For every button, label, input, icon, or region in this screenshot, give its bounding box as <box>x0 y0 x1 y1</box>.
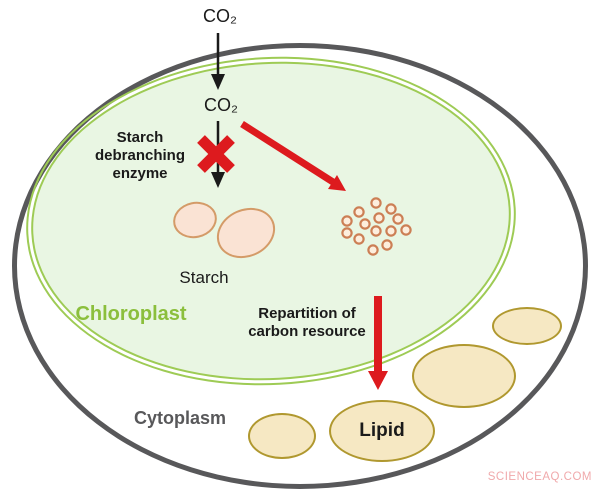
lipid-droplet <box>248 413 316 459</box>
co2-inside-label: CO₂ <box>204 95 238 115</box>
lipid-droplet <box>412 344 516 408</box>
cytoplasm-label: Cytoplasm <box>133 408 227 428</box>
lipid-droplet <box>492 307 562 345</box>
watermark-text: SCIENCEAQ.COM <box>487 471 592 483</box>
chloroplast-label: Chloroplast <box>75 303 187 325</box>
lipid-label: Lipid <box>359 420 405 441</box>
co2-outside-label: CO₂ <box>203 6 237 26</box>
starch-debranching-enzyme-label: Starch debranching enzyme <box>94 129 185 182</box>
repartition-label: Repartition of carbon resource <box>248 305 366 340</box>
starch-label: Starch <box>179 268 229 287</box>
lipid-droplet-labeled: Lipid <box>329 400 435 462</box>
